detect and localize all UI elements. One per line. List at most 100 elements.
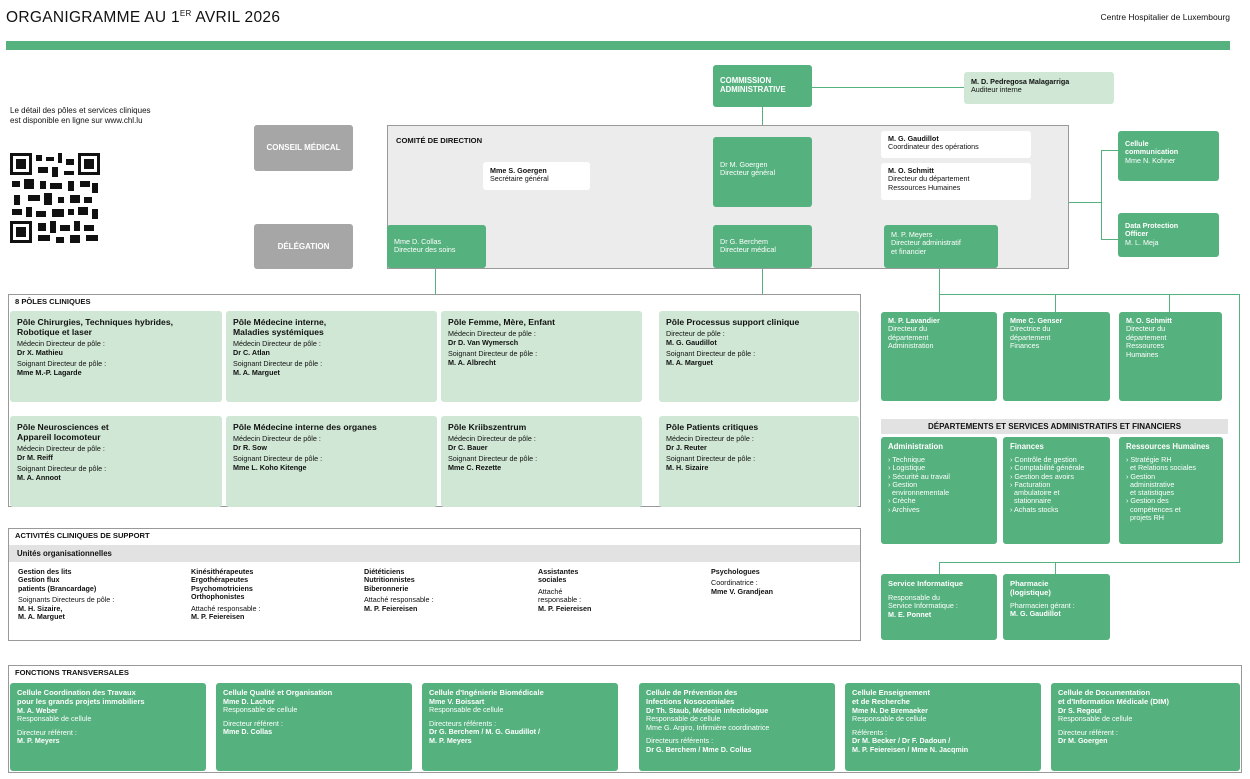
- department-service-item[interactable]: › Gestion des avoirs: [1010, 471, 1074, 481]
- department-service-item[interactable]: › Facturation: [1010, 479, 1051, 489]
- department-service-item[interactable]: ambulatoire et: [1010, 488, 1060, 498]
- qr-code-icon[interactable]: [10, 153, 100, 243]
- directeur-medical-box[interactable]: Dr G. Berchem Directeur médical: [713, 225, 812, 268]
- department-service-item[interactable]: stationnaire: [1010, 496, 1052, 506]
- department-service-item[interactable]: projets RH: [1126, 512, 1164, 522]
- support-role: Coordinatrice :: [711, 578, 851, 588]
- department-service-item[interactable]: › Logistique: [888, 463, 926, 473]
- directeur-rh-box[interactable]: M. O. Schmitt Directeur du département R…: [881, 163, 1031, 200]
- pole-title-line1: Pôle Chirurgies, Techniques hybrides,: [17, 317, 173, 327]
- department-service-item[interactable]: compétences et: [1126, 504, 1181, 514]
- cell-title: Cellule Coordination des Travaux: [17, 688, 136, 697]
- department-box[interactable]: Administration › Technique› Logistique› S…: [881, 437, 997, 544]
- pole-title-line2: Appareil locomoteur: [17, 432, 101, 443]
- department-title: Finances: [1010, 442, 1044, 451]
- department-service-item[interactable]: › Contrôle de gestion: [1010, 454, 1077, 464]
- department-service-item[interactable]: › Comptabilité générale: [1010, 463, 1085, 473]
- director-role: département: [1126, 332, 1167, 342]
- department-service-item[interactable]: environnementale: [888, 488, 950, 498]
- delegation-box[interactable]: DÉLÉGATION: [254, 224, 353, 269]
- pole-nurse-director-name: M. A. Marguet: [666, 357, 713, 367]
- cell-referent-label: Directeurs référents :: [429, 718, 497, 728]
- cell-title: Cellule Enseignement: [852, 688, 930, 697]
- cell-responsible: Mme D. Lachor: [223, 696, 275, 706]
- directeur-soins-box[interactable]: Mme D. Collas Directeur des soins: [387, 225, 486, 268]
- pole-nurse-director-name: M. A. Albrecht: [448, 357, 496, 367]
- pole-director-name: Dr D. Van Wymersch: [448, 337, 519, 347]
- cell-referent-name: Dr G. Berchem / Mme D. Collas: [646, 744, 752, 754]
- conseil-medical-box[interactable]: CONSEIL MÉDICAL: [254, 125, 353, 171]
- department-box[interactable]: Ressources Humaines› Stratégie RH et Rel…: [1119, 437, 1223, 544]
- department-service-item[interactable]: › Gestion: [888, 479, 918, 489]
- cell-title: pour les grands projets immobiliers: [17, 696, 145, 706]
- pole-nurse-director-name: Mme C. Rezette: [448, 462, 502, 472]
- department-service-item[interactable]: › Crèche: [888, 496, 916, 506]
- pole-title: Pôle Kriibszentrum: [448, 422, 635, 432]
- department-box[interactable]: Finances › Contrôle de gestion› Comptabil…: [1003, 437, 1110, 544]
- cellule-communication-box[interactable]: Cellule communication Mme N. Kohner: [1118, 131, 1219, 181]
- pole-title-line1: Pôle Kriibszentrum: [448, 422, 527, 432]
- auditor-box[interactable]: M. D. Pedregosa Malagarriga Auditeur int…: [964, 72, 1114, 104]
- department-title: Administration: [888, 442, 944, 451]
- cell-referent-name: Dr G. Berchem / M. G. Gaudillot /: [429, 727, 541, 737]
- website-link[interactable]: est disponible en ligne sur www.chl.lu: [10, 116, 143, 125]
- pole-box[interactable]: Pôle Chirurgies, Techniques hybrides,Rob…: [10, 311, 222, 402]
- pole-title-line1: Pôle Patients critiques: [666, 422, 759, 432]
- department-services: › Stratégie RH et Relations sociales› Ge…: [1126, 454, 1216, 522]
- support-responsible-name: Mme V. Grandjean: [711, 586, 774, 596]
- director-role: Finances: [1010, 341, 1040, 351]
- support-role-label: Coordinatrice :: [711, 578, 758, 588]
- comite-label: COMITÉ DE DIRECTION: [396, 136, 483, 145]
- department-service-item[interactable]: › Technique: [888, 454, 926, 464]
- pharmacie-box[interactable]: Pharmacie (logistique) Pharmacien gérant…: [1003, 574, 1110, 640]
- directeur-administratif-box[interactable]: M. P. Meyers Directeur administratif et …: [884, 225, 998, 268]
- pole-role-label: Médecin Directeur de pôle :: [233, 339, 321, 349]
- department-services: › Technique› Logistique› Sécurité au tra…: [888, 454, 990, 514]
- commission-administrative-box[interactable]: COMMISSION ADMINISTRATIVE: [713, 65, 812, 107]
- directeur-general-box[interactable]: Dr M. Goergen Directeur général: [713, 137, 812, 207]
- department-service-item[interactable]: › Sécurité au travail: [888, 471, 950, 481]
- department-service-item[interactable]: › Stratégie RH: [1126, 454, 1172, 464]
- department-service-item[interactable]: et statistiques: [1126, 488, 1174, 498]
- coordinateur-operations-box[interactable]: M. G. Gaudillot Coordinateur des opérati…: [881, 131, 1031, 158]
- cell-responsible: Mme V. Boissart: [429, 696, 485, 706]
- support-responsible-name: M. P. Feiereisen: [191, 612, 245, 622]
- department-service-item[interactable]: administrative: [1126, 479, 1175, 489]
- support-responsible-name: M. P. Feiereisen: [538, 603, 592, 613]
- secretaire-general-box[interactable]: Mme S. Goergen Secrétaire général: [483, 162, 590, 190]
- department-service-item[interactable]: › Achats stocks: [1010, 504, 1059, 514]
- page-title: ORGANIGRAMME AU 1ER AVRIL 2026: [6, 9, 281, 27]
- department-service-item[interactable]: › Gestion: [1126, 471, 1156, 481]
- cell-title: et d'Information Médicale (DIM): [1058, 696, 1169, 706]
- support-unit-name: Assistantes: [538, 567, 579, 576]
- department-service-item[interactable]: › Archives: [888, 504, 920, 514]
- department-service-item[interactable]: et Relations sociales: [1126, 463, 1196, 473]
- pole-director-name: Dr C. Atlan: [233, 347, 270, 357]
- data-protection-officer-box[interactable]: Data Protection Officer M. L. Meja: [1118, 213, 1219, 257]
- pole-box[interactable]: Pôle Médecine interne,Maladies systémiqu…: [226, 311, 437, 402]
- department-service-item[interactable]: › Gestion des: [1126, 496, 1169, 506]
- pole-title-line2: Maladies systémiques: [233, 327, 324, 338]
- cell-referent-name: M. P. Feiereisen / Mme N. Jacqmin: [852, 744, 969, 754]
- service-informatique-box[interactable]: Service Informatique Responsable du Serv…: [881, 574, 997, 640]
